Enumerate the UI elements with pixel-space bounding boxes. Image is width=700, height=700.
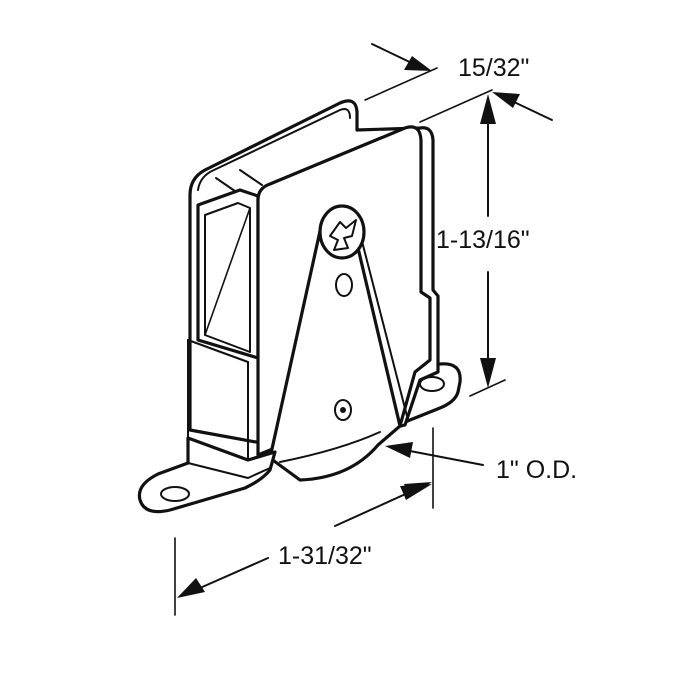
height-label: 1-13/16" xyxy=(436,226,530,254)
height-arrow-bottom xyxy=(480,358,496,388)
width-label: 1-31/32" xyxy=(278,542,372,570)
housing-side-channel xyxy=(187,188,260,461)
left-mounting-flange xyxy=(137,436,277,514)
adjustment-screw xyxy=(318,204,366,260)
thickness-arrow-left xyxy=(404,56,432,71)
dimension-thickness: 15/32" xyxy=(364,43,553,123)
upper-pivot-hole xyxy=(335,273,353,297)
dimension-width: 1-31/32" xyxy=(174,484,432,616)
left-flange-screw-hole xyxy=(160,486,190,502)
dimension-height: 1-13/16" xyxy=(436,94,530,397)
height-arrow-top xyxy=(480,94,496,124)
wheel-arrow-top xyxy=(385,442,413,458)
lower-rivet xyxy=(334,399,352,421)
wheel-diameter-label: 1" O.D. xyxy=(496,456,577,484)
width-arrow-right xyxy=(400,484,432,500)
thickness-arrow-right xyxy=(492,92,520,108)
width-arrow-left xyxy=(177,578,205,598)
thickness-label: 15/32" xyxy=(458,54,529,82)
dimension-wheel-diameter: 1" O.D. xyxy=(385,427,577,509)
roller-part xyxy=(137,99,462,514)
